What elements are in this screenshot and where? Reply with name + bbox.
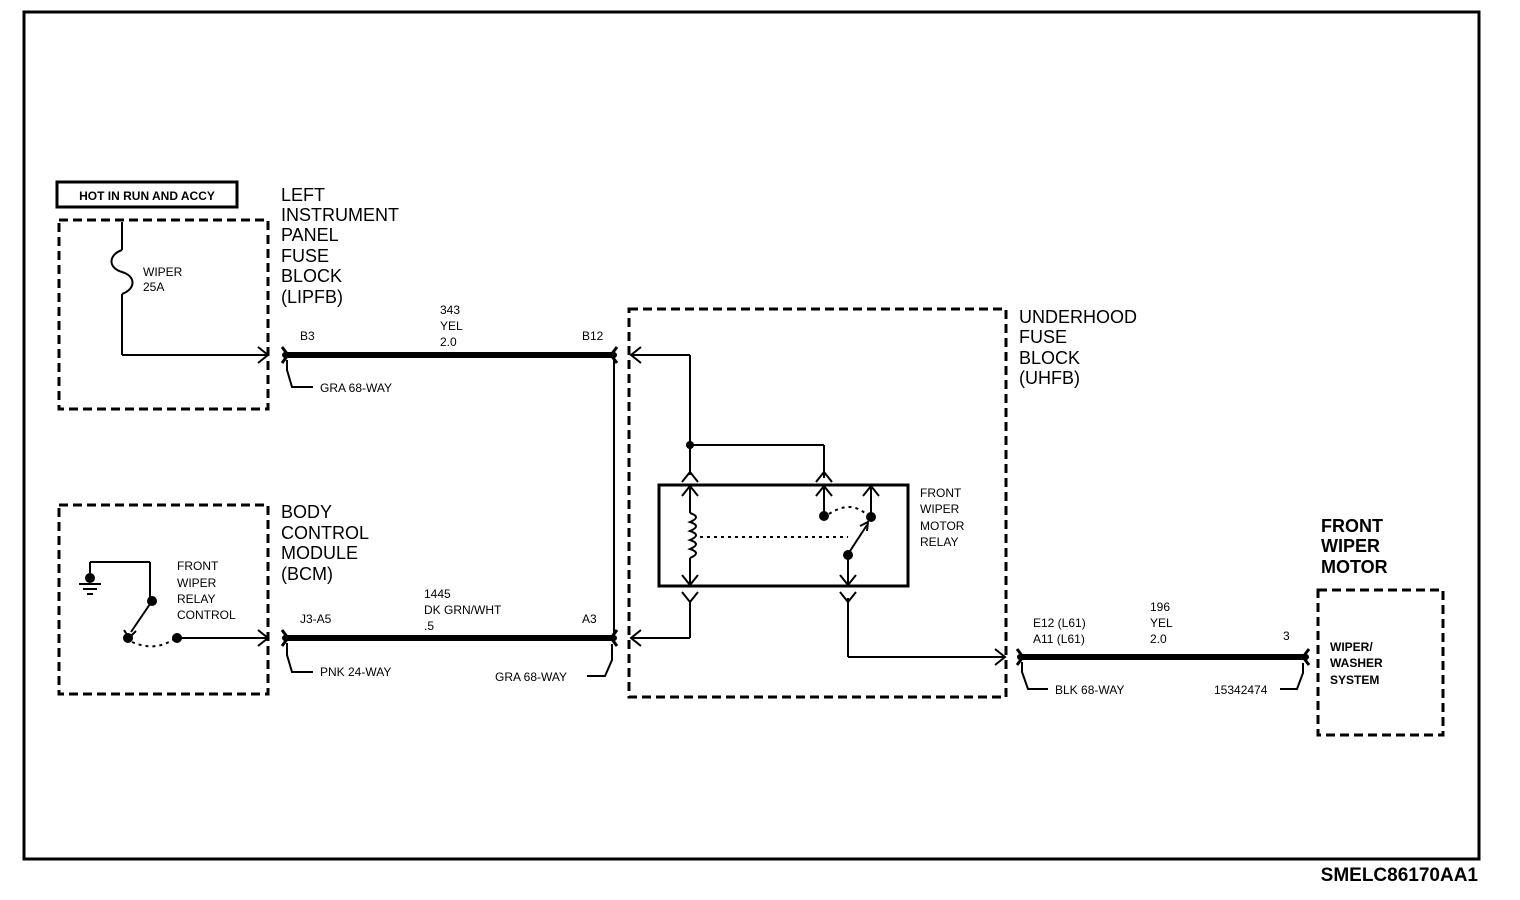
- wire-196-color: YEL: [1150, 616, 1173, 630]
- front-wiper-motor-relay: [657, 483, 910, 588]
- bcm-title-line-3: MODULE: [281, 543, 358, 563]
- relay-label-line-2: WIPER: [920, 502, 960, 516]
- connector-leader: [286, 360, 313, 388]
- lipfb-title-line-2: INSTRUMENT: [281, 205, 399, 225]
- lipfb-title-line-6: (LIPFB): [281, 287, 343, 307]
- wire-196-end-pin: 3: [1283, 629, 1290, 643]
- relay-coil-icon: [687, 512, 697, 559]
- relay-control-switch-icon: [123, 596, 270, 648]
- wire-1445-color: DK GRN/WHT: [424, 603, 502, 617]
- bcm-control-label-line-3: RELAY: [177, 592, 215, 606]
- wire-196-start-pin-2: A11 (L61): [1033, 632, 1085, 646]
- motor-title-line-1: FRONT: [1321, 516, 1383, 536]
- wire-196-start-pin-1: E12 (L61): [1033, 616, 1086, 630]
- fuse-name: WIPER: [143, 265, 183, 279]
- wire-196-end-connector: 15342474: [1214, 683, 1268, 697]
- bcm-control-label-line-1: FRONT: [177, 559, 219, 573]
- bcm-title: BODY CONTROL MODULE (BCM): [281, 502, 369, 584]
- uhfb-title-line-2: FUSE: [1019, 327, 1067, 347]
- relay-box: [657, 483, 910, 588]
- uhfb-title: UNDERHOOD FUSE BLOCK (UHFB): [1019, 307, 1137, 388]
- diagram-code: SMELC86170AA1: [1321, 865, 1479, 886]
- bcm-dashed-box: [57, 503, 270, 696]
- hot-label-text: HOT IN RUN AND ACCY: [79, 189, 215, 203]
- wire-343-connector: GRA 68-WAY: [320, 381, 392, 395]
- wire-1445-circuit-number: 1445: [424, 587, 451, 601]
- relay-label: FRONT WIPER MOTOR RELAY: [920, 486, 965, 549]
- lipfb-block: WIPER 25A: [57, 218, 270, 411]
- lipfb-dashed-box: [57, 218, 270, 411]
- bcm-control-label-line-2: WIPER: [177, 576, 217, 590]
- motor-block: WIPER/ WASHER SYSTEM: [1316, 588, 1445, 737]
- wire-1445-end-pin: A3: [582, 612, 597, 626]
- diagram-frame: [22, 10, 1481, 861]
- lipfb-title-line-3: PANEL: [281, 225, 339, 245]
- lipfb-title-line-1: LEFT: [281, 185, 325, 205]
- uhfb-title-line-3: BLOCK: [1019, 348, 1080, 368]
- uhfb-block: [627, 307, 1008, 699]
- wire-343-end-pin: B12: [582, 329, 604, 343]
- wiper-fuse-icon: [110, 222, 270, 364]
- wire-196-start-connector: BLK 68-WAY: [1055, 683, 1124, 697]
- bcm-block: FRONT WIPER RELAY CONTROL: [57, 503, 270, 696]
- wire-196-gauge: 2.0: [1150, 632, 1167, 646]
- relay-label-line-1: FRONT: [920, 486, 962, 500]
- motor-title-line-2: WIPER: [1321, 536, 1380, 556]
- wire-343-circuit-number: 343: [440, 303, 460, 317]
- motor-title-line-3: MOTOR: [1321, 557, 1388, 577]
- wire-343-color: YEL: [440, 319, 463, 333]
- wire-196-circuit-number: 196: [1150, 600, 1170, 614]
- bcm-title-line-2: CONTROL: [281, 523, 369, 543]
- wire-343-gauge: 2.0: [440, 335, 457, 349]
- relay-label-line-4: RELAY: [920, 535, 958, 549]
- wire-1445-start-pin: J3-A5: [300, 612, 332, 626]
- wire-343: GRA 68-WAY B3 B12 343 YEL 2.0: [280, 303, 619, 395]
- hot-in-run-label: HOT IN RUN AND ACCY: [55, 180, 239, 209]
- motor-dashed-box: [1316, 588, 1445, 737]
- wire-1445-end-connector: GRA 68-WAY: [495, 670, 567, 684]
- wire-196: BLK 68-WAY 15342474 E12 (L61) A11 (L61) …: [1015, 600, 1311, 697]
- motor-inner-line-1: WIPER/: [1330, 640, 1373, 654]
- wire-1445-start-connector: PNK 24-WAY: [320, 665, 391, 679]
- motor-title: FRONT WIPER MOTOR: [1321, 516, 1388, 577]
- uhfb-dashed-box: [627, 307, 1008, 699]
- relay-label-line-3: MOTOR: [920, 519, 965, 533]
- uhfb-title-line-4: (UHFB): [1019, 368, 1080, 388]
- bcm-title-line-1: BODY: [281, 502, 332, 522]
- motor-inner-line-2: WASHER: [1330, 656, 1383, 670]
- motor-inner-line-3: SYSTEM: [1330, 673, 1379, 687]
- wire-1445: PNK 24-WAY GRA 68-WAY J3-A5 A3 1445 DK G…: [280, 587, 619, 684]
- wire-343-start-pin: B3: [300, 329, 315, 343]
- bcm-title-line-4: (BCM): [281, 564, 333, 584]
- wire-1445-gauge: .5: [424, 619, 434, 633]
- uhfb-title-line-1: UNDERHOOD: [1019, 307, 1137, 327]
- fuse-rating: 25A: [143, 280, 164, 294]
- ground-icon: [79, 561, 151, 600]
- lipfb-title-line-4: FUSE: [281, 246, 329, 266]
- bcm-control-label-line-4: CONTROL: [177, 608, 236, 622]
- lipfb-title: LEFT INSTRUMENT PANEL FUSE BLOCK (LIPFB): [281, 185, 399, 307]
- lipfb-title-line-5: BLOCK: [281, 266, 342, 286]
